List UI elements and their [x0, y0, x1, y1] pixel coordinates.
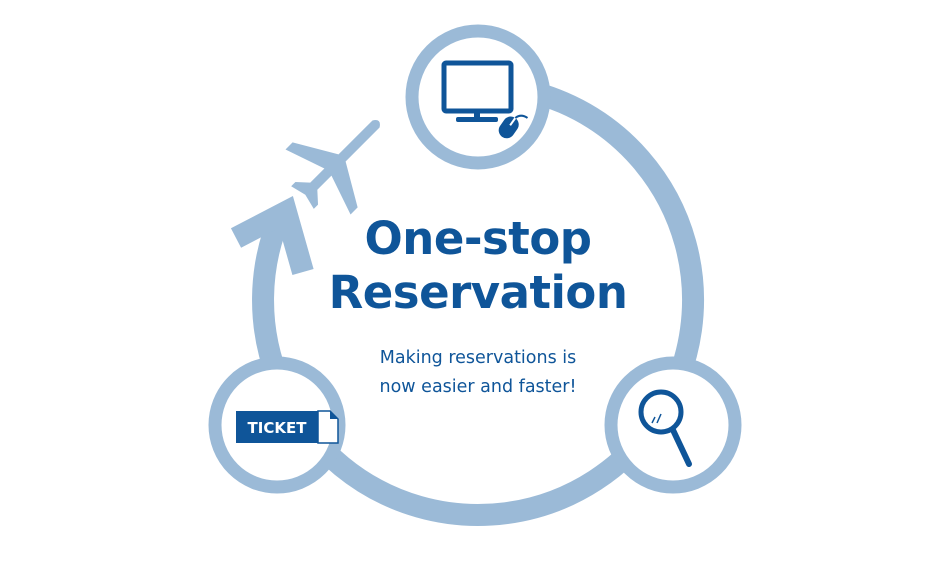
search-node [604, 356, 742, 494]
ticket-label: TICKET [248, 419, 308, 437]
arrowhead [230, 196, 314, 275]
subtitle: Making reservations is now easier and fa… [330, 344, 626, 402]
subtitle-line-2: now easier and faster! [379, 377, 577, 397]
title-line-1: One-stop [364, 212, 592, 265]
subtitle-line-1: Making reservations is [379, 348, 577, 368]
computer-monitor-icon [441, 60, 514, 122]
page-title: One-stop Reservation [300, 212, 656, 320]
ticket-icon: TICKET [236, 410, 339, 444]
magnifier-icon [638, 389, 692, 467]
mouse-icon [498, 114, 529, 139]
ticket-node: TICKET [208, 356, 346, 494]
airplane-icon [285, 120, 380, 215]
title-line-2: Reservation [328, 266, 628, 319]
computer-node [405, 24, 551, 170]
